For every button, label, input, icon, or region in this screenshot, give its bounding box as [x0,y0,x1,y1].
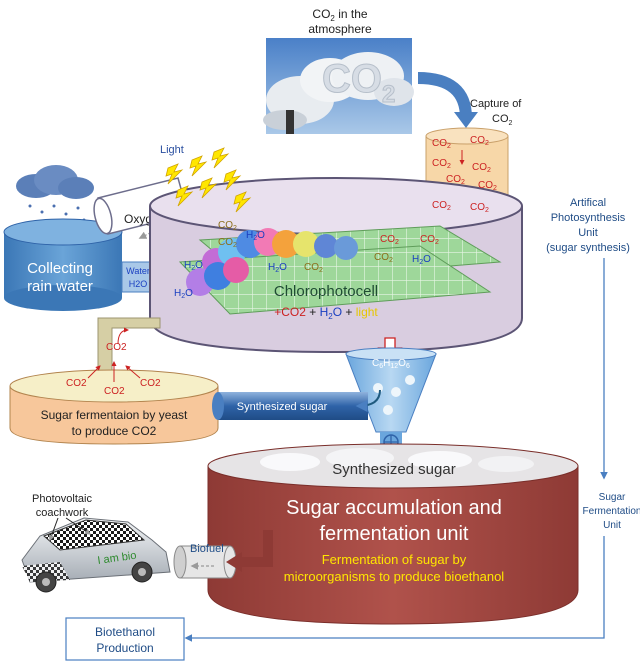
right-label-photosynthesis: Photosynthesis [551,212,626,224]
glucose-formula: C6H12O6 [372,358,410,370]
svg-text:CO2: CO2 [446,174,465,186]
right-label-unit: Unit [578,227,598,239]
biofuel-flow-arrowhead [226,552,242,572]
co2-cloud-text: CO2 [322,57,395,108]
right-label-fermentation: Fermentation [583,506,640,517]
light-bolt-icons [165,147,252,213]
svg-text:CO2: CO2 [432,200,451,212]
biofuel-flow-arrow [238,530,273,567]
tank-subtitle-2: microorganisms to produce bioethanol [284,569,505,584]
flow-arrow-right-2 [184,536,605,642]
tank-top-label: Synthesized sugar [332,461,455,478]
svg-text:CO2: CO2 [374,252,393,264]
synth-pipe-label: Synthesized sugar [237,401,328,413]
pipe-co2-label: CO2 [106,342,127,353]
h2o-pipe-label: H2O [129,279,148,289]
photovoltaic-label: Photovoltaic [32,493,92,505]
tank-title: Sugar accumulation and [286,497,502,519]
car-slogan: I am bio [97,550,137,567]
light-label: Light [160,144,184,156]
tank-title-2: fermentation unit [320,523,469,545]
synthesized-sugar-pipe [212,392,368,420]
biofuel-pipe [173,545,237,579]
svg-text:CO2: CO2 [380,234,399,246]
svg-text:H2O: H2O [268,262,287,274]
oxygen-tube [93,177,189,235]
bioethanol-box [65,617,185,661]
capture-label: Capture of [470,98,522,110]
rain-label-2: rain water [27,278,93,295]
bioethanol-label-2: Production [96,641,153,655]
fermentation-tank [207,443,579,625]
biofuel-label: Biofuel [190,543,224,555]
photovoltaic-pointer-2 [65,517,91,535]
svg-text:CO2: CO2 [304,262,323,274]
svg-text:CO2: CO2 [432,158,451,170]
capture-label-2: CO2 [492,113,513,127]
capture-arrowhead [454,112,478,128]
svg-text:H2O: H2O [246,230,265,242]
svg-text:CO2: CO2 [218,220,237,232]
svg-text:CO2: CO2 [218,237,237,249]
right-label-artificial: Artifical [570,197,606,209]
water-pipe-label: Water [126,266,150,276]
right-label-unit-2: Unit [603,520,621,531]
dish-co2-arrows [87,361,141,382]
svg-text:CO2: CO2 [104,386,125,397]
sugar-funnel [345,347,437,450]
photocell-discs [186,228,358,296]
right-label-sugar-synthesis: (sugar synthesis) [546,242,630,254]
synth-pipe-arrow [355,389,381,412]
photovoltaic-label-2: coachwork [36,507,89,519]
svg-text:H2O: H2O [412,254,431,266]
rain-cloud-icon [16,165,94,242]
yeast-fermentation-dish [9,369,219,445]
svg-text:H2O: H2O [184,260,203,272]
svg-text:CO2: CO2 [470,202,489,214]
chlorophotocell-label: Chlorophotocell [274,283,378,300]
capture-arrow [417,72,472,119]
rain-label: Collecting [27,260,93,277]
co2-capture-tags: CO2 CO2 CO2 CO2 CO2 CO2 CO2 CO2 [432,135,497,214]
photosynthesis-equation: +CO2 + H2O + light [274,305,378,321]
svg-text:CO2: CO2 [432,138,451,150]
svg-text:CO2: CO2 [472,162,491,174]
fermentation-dish-label-2: to produce CO2 [72,424,157,438]
svg-text:H2O: H2O [174,288,193,300]
svg-text:CO2: CO2 [470,135,489,147]
dish-co2-tags: CO2 CO2 CO2 [66,378,161,397]
svg-text:CO2: CO2 [420,234,439,246]
svg-text:CO2: CO2 [140,378,161,389]
rain-collecting-vessel [3,218,123,311]
photovoltaic-pointer-1 [48,517,59,542]
vessel-molecule-tags: CO2 CO2 CO2 CO2 CO2 CO2 H2O H2O H2O H2O … [174,220,439,300]
pipe-co2-arrow [117,327,129,345]
tank-subtitle: Fermentation of sugar by [322,552,467,567]
svg-text:CO2: CO2 [478,180,497,192]
car-icon [21,517,171,593]
atmosphere-photo: CO2 [263,38,414,134]
co2-atmosphere-title-2: atmosphere [308,22,372,36]
fermentation-dish-label: Sugar fermentaion by yeast [41,408,188,422]
svg-text:CO2: CO2 [66,378,87,389]
bioethanol-label: Biotethanol [95,625,155,639]
co2-atmosphere-title: CO2 in the [312,7,367,23]
water-pipe [121,261,155,293]
right-label-sugar: Sugar [599,492,626,503]
